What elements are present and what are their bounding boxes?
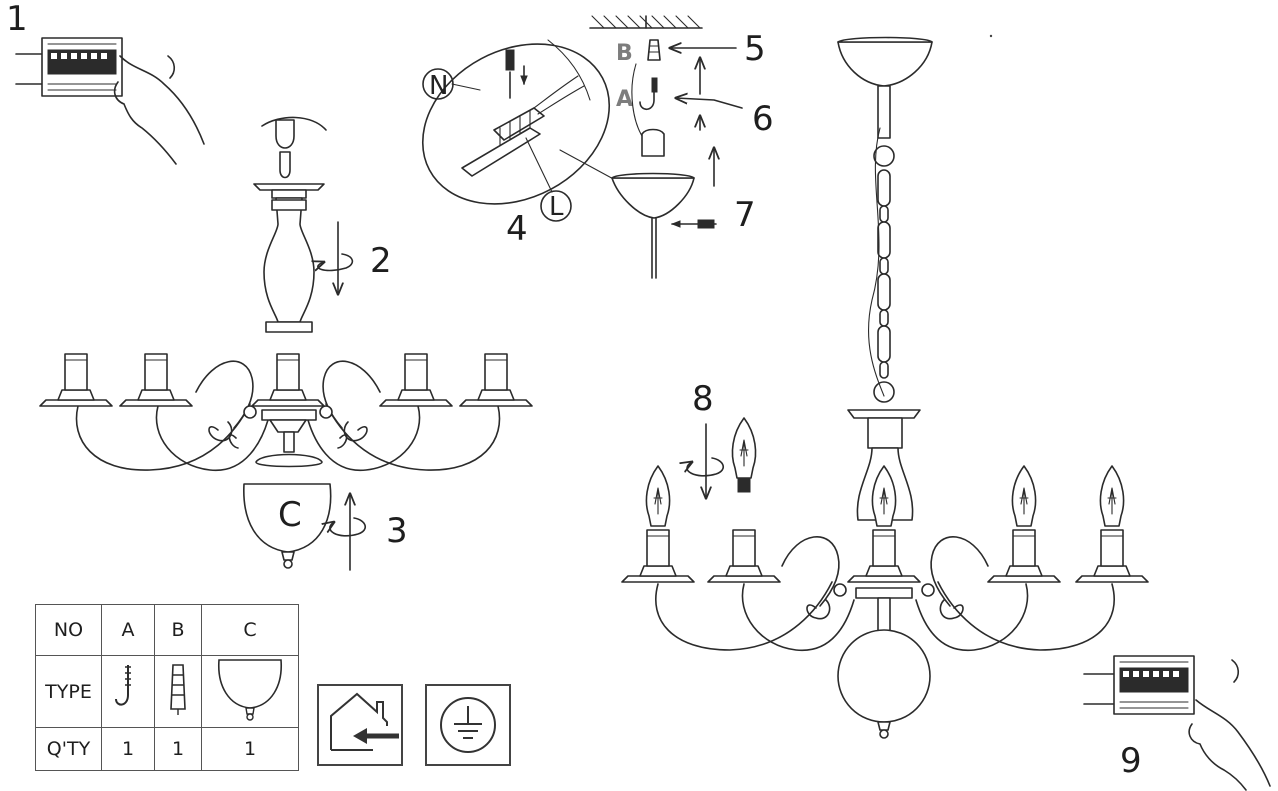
ceiling-mounting: B 5 A 6 7 bbox=[589, 15, 993, 279]
step-2-column: 2 bbox=[253, 116, 392, 333]
wall-plug-icon bbox=[170, 664, 186, 715]
parts-table-row-no: NO A B C bbox=[35, 604, 299, 656]
step-3-number: 3 bbox=[386, 511, 408, 551]
parts-table-row-type: TYPE bbox=[35, 655, 299, 728]
live-callout bbox=[540, 190, 572, 222]
part-b-qty: 1 bbox=[154, 727, 202, 771]
step-6-number: 6 bbox=[752, 99, 774, 139]
indoor-use-only-icon bbox=[317, 684, 403, 766]
glass-globe-icon bbox=[218, 659, 282, 721]
part-b-no: B bbox=[154, 604, 202, 656]
step-2-number: 2 bbox=[370, 241, 392, 281]
live-label: L bbox=[549, 192, 564, 222]
step-4-wiring-detail: N L 4 bbox=[421, 39, 631, 249]
part-c-qty: 1 bbox=[201, 727, 299, 771]
protective-earth-icon bbox=[425, 684, 511, 766]
step-1-terminal-block: 1 bbox=[6, 0, 205, 165]
ceiling-hook-icon bbox=[115, 665, 131, 706]
neutral-callout bbox=[422, 68, 454, 100]
step-4-number: 4 bbox=[506, 209, 528, 249]
part-a-no: A bbox=[101, 604, 155, 656]
step-5-number: 5 bbox=[744, 29, 766, 69]
part-a-label: A bbox=[616, 87, 633, 112]
step-7-number: 7 bbox=[734, 195, 756, 235]
step-1-number: 1 bbox=[6, 0, 28, 39]
row-label-type: TYPE bbox=[35, 655, 102, 728]
row-label-no: NO bbox=[35, 604, 102, 656]
step-8-number: 8 bbox=[692, 379, 714, 419]
part-c-no: C bbox=[201, 604, 299, 656]
parts-table: NO A B C TYPE Q'TY 1 1 bbox=[35, 604, 299, 771]
neutral-label: N bbox=[429, 71, 448, 101]
part-b-label: B bbox=[616, 41, 633, 66]
step-9-number: 9 bbox=[1120, 741, 1142, 781]
part-a-qty: 1 bbox=[101, 727, 155, 771]
step-9-terminal-block: 9 bbox=[1083, 655, 1271, 791]
parts-table-row-qty: Q'TY 1 1 1 bbox=[35, 727, 299, 771]
shade-label: C bbox=[278, 495, 302, 535]
step-3-chandelier-body: C 3 bbox=[39, 353, 533, 571]
row-label-qty: Q'TY bbox=[35, 727, 102, 771]
step-8-assembled-chandelier: 8 bbox=[621, 36, 1149, 739]
